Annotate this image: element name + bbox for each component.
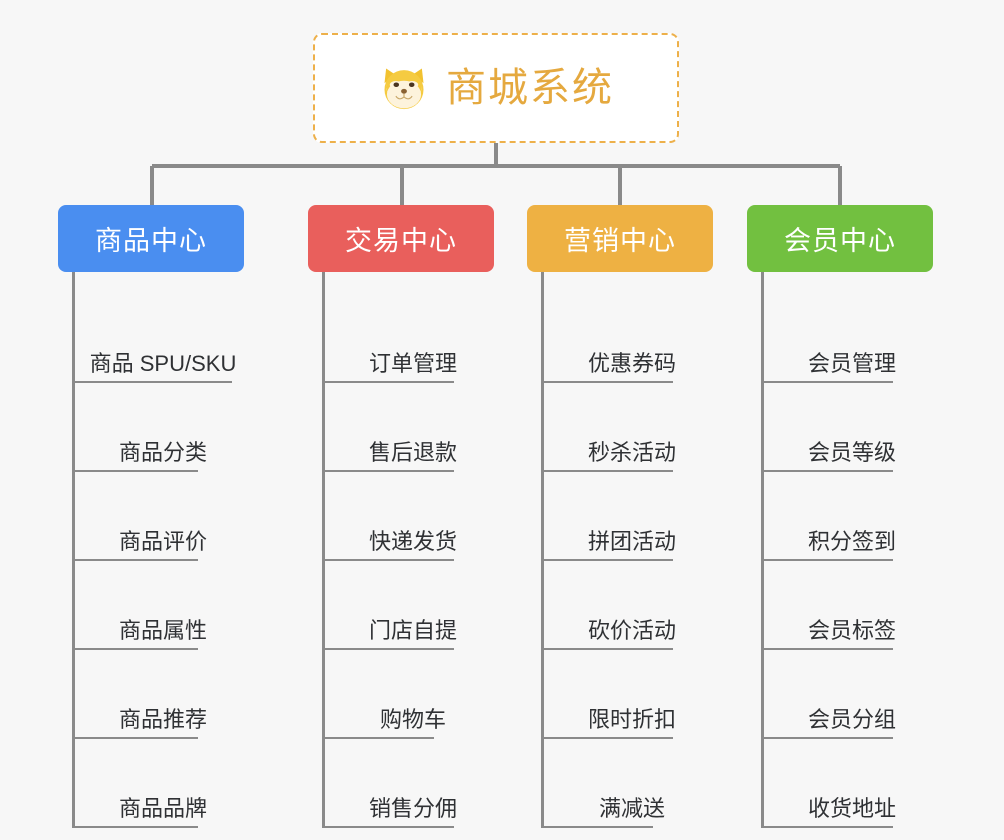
leaf-item-label: 砍价活动: [587, 617, 676, 643]
branch-column-1: 交易中心 订单管理 售后退款 快递发货 门店自提 购物车 销售分佣: [308, 205, 497, 828]
branch-header-0[interactable]: 商品中心: [58, 205, 244, 272]
leaf-item-label: 售后退款: [368, 439, 457, 465]
leaf-item[interactable]: 会员管理: [761, 294, 936, 383]
branch-column-0: 商品中心 商品 SPU/SKU 商品分类 商品评价 商品属性 商品推荐 商品品牌: [58, 205, 247, 828]
leaf-item[interactable]: 商品属性: [72, 561, 247, 650]
shiba-dog-face-icon: [384, 68, 424, 110]
branch-header-2[interactable]: 营销中心: [527, 205, 713, 272]
leaf-item[interactable]: 商品推荐: [72, 650, 247, 739]
leaf-item-label: 秒杀活动: [587, 439, 676, 465]
leaf-list-1: 订单管理 售后退款 快递发货 门店自提 购物车 销售分佣: [322, 272, 497, 828]
leaf-item[interactable]: 商品 SPU/SKU: [72, 294, 247, 383]
leaf-item[interactable]: 售后退款: [322, 383, 497, 472]
leaf-item-label: 会员分组: [807, 706, 896, 732]
leaf-item-label: 订单管理: [368, 350, 457, 376]
leaf-list-0: 商品 SPU/SKU 商品分类 商品评价 商品属性 商品推荐 商品品牌: [72, 272, 247, 828]
leaf-item-label: 商品 SPU/SKU: [89, 350, 237, 376]
leaf-item-label: 会员标签: [807, 617, 896, 643]
leaf-item[interactable]: 砍价活动: [541, 561, 716, 650]
leaf-item-label: 商品评价: [118, 528, 207, 554]
branch-header-label: 交易中心: [345, 226, 457, 256]
leaf-item-label: 会员管理: [807, 350, 896, 376]
leaf-list-3: 会员管理 会员等级 积分签到 会员标签 会员分组 收货地址: [761, 272, 936, 828]
leaf-item[interactable]: 会员分组: [761, 650, 936, 739]
branch-header-label: 营销中心: [564, 226, 676, 256]
leaf-item[interactable]: 满减送: [541, 739, 716, 828]
branch-header-label: 会员中心: [784, 226, 896, 256]
leaf-item-label: 快递发货: [368, 528, 457, 554]
branch-header-label: 商品中心: [95, 226, 207, 256]
leaf-item-label: 商品品牌: [118, 795, 207, 821]
branch-column-2: 营销中心 优惠券码 秒杀活动 拼团活动 砍价活动 限时折扣 满减送: [527, 205, 716, 828]
leaf-item-label: 优惠券码: [587, 350, 676, 376]
leaf-item[interactable]: 限时折扣: [541, 650, 716, 739]
leaf-item[interactable]: 商品品牌: [72, 739, 247, 828]
root-node[interactable]: 商城系统: [313, 33, 679, 143]
leaf-item[interactable]: 商品评价: [72, 472, 247, 561]
leaf-item[interactable]: 拼团活动: [541, 472, 716, 561]
leaf-item-label: 拼团活动: [587, 528, 676, 554]
leaf-item-label: 积分签到: [807, 528, 896, 554]
leaf-item[interactable]: 订单管理: [322, 294, 497, 383]
leaf-item[interactable]: 积分签到: [761, 472, 936, 561]
leaf-item[interactable]: 优惠券码: [541, 294, 716, 383]
root-title: 商城系统: [446, 66, 614, 110]
branch-header-1[interactable]: 交易中心: [308, 205, 494, 272]
leaf-item-label: 商品推荐: [118, 706, 207, 732]
branch-column-3: 会员中心 会员管理 会员等级 积分签到 会员标签 会员分组 收货地址: [747, 205, 936, 828]
leaf-item-label: 限时折扣: [587, 706, 676, 732]
leaf-item[interactable]: 会员标签: [761, 561, 936, 650]
leaf-item-label: 购物车: [379, 706, 446, 732]
leaf-item-label: 销售分佣: [368, 795, 457, 821]
leaf-item[interactable]: 收货地址: [761, 739, 936, 828]
leaf-item[interactable]: 门店自提: [322, 561, 497, 650]
leaf-item-label: 会员等级: [807, 439, 896, 465]
leaf-item-label: 满减送: [598, 795, 665, 821]
branch-header-3[interactable]: 会员中心: [747, 205, 933, 272]
leaf-item-label: 商品属性: [118, 617, 207, 643]
leaf-item-label: 门店自提: [368, 617, 457, 643]
leaf-item[interactable]: 秒杀活动: [541, 383, 716, 472]
leaf-item[interactable]: 销售分佣: [322, 739, 497, 828]
leaf-item[interactable]: 购物车: [322, 650, 497, 739]
leaf-item[interactable]: 商品分类: [72, 383, 247, 472]
leaf-item-label: 商品分类: [118, 439, 207, 465]
leaf-item[interactable]: 快递发货: [322, 472, 497, 561]
leaf-item[interactable]: 会员等级: [761, 383, 936, 472]
leaf-list-2: 优惠券码 秒杀活动 拼团活动 砍价活动 限时折扣 满减送: [541, 272, 716, 828]
leaf-item-label: 收货地址: [807, 795, 896, 821]
